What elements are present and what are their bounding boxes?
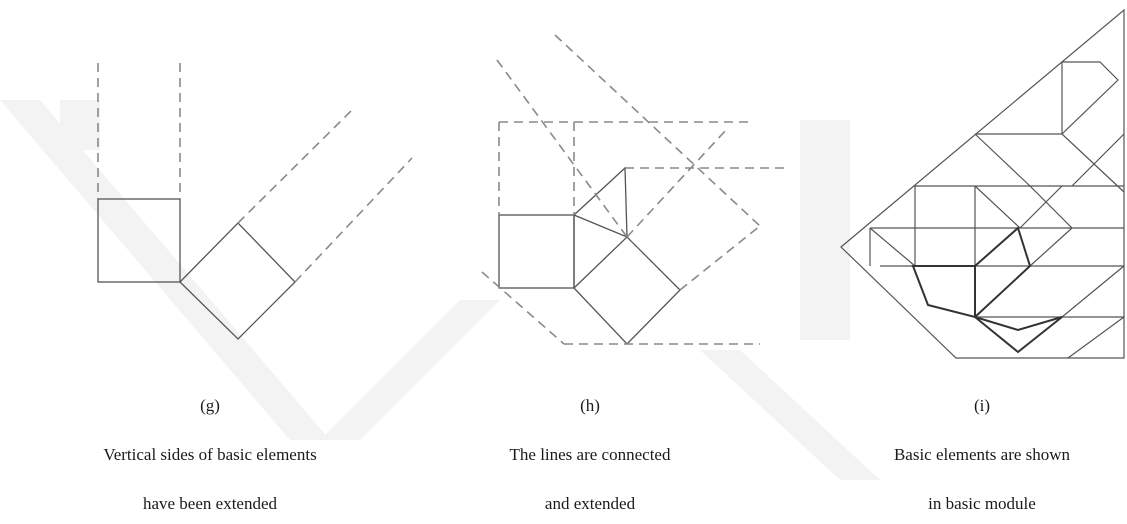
panel-g-label: (g) — [200, 396, 220, 415]
panel-i-caption-line1: Basic elements are shown — [893, 445, 1071, 464]
module-line — [1067, 316, 1125, 359]
module-line — [1061, 61, 1119, 135]
dashed-extension — [626, 129, 727, 238]
dashed-extension — [554, 34, 761, 227]
panel-i-caption-line2: in basic module — [928, 494, 1036, 513]
watermark-band — [0, 100, 330, 440]
panel-g-caption-line1: Vertical sides of basic elements — [103, 445, 317, 464]
dashed-extension — [481, 271, 565, 345]
basic-element-triangle — [974, 226, 1032, 318]
module-line — [1019, 185, 1063, 229]
panel-i-label: (i) — [973, 396, 991, 415]
panel-h-caption-line2: and extended — [544, 494, 636, 513]
panel-g-caption-line2: have been extended — [142, 494, 278, 513]
module-line — [1029, 185, 1073, 229]
watermark-band — [700, 350, 880, 480]
basic-element-diamond — [974, 316, 1063, 354]
module-outline — [840, 8, 1125, 359]
module-line — [974, 185, 1021, 229]
connected-shape — [572, 166, 628, 238]
dashed-extension — [237, 109, 353, 224]
module-line — [974, 133, 1031, 187]
module-line — [1061, 265, 1125, 318]
watermark-band — [800, 120, 850, 340]
dashed-extension — [496, 59, 628, 238]
module-line — [1071, 133, 1125, 187]
module-line — [975, 133, 1125, 193]
dashed-extension — [294, 157, 413, 283]
square-element — [97, 198, 181, 283]
dashed-extension — [679, 225, 761, 291]
watermark-band — [60, 100, 100, 150]
watermark-band — [320, 300, 500, 440]
panel-h-caption-line1: The lines are connected — [509, 445, 671, 464]
module-line — [869, 227, 916, 267]
module-line — [1029, 227, 1073, 267]
panel-h-label: (h) — [580, 396, 600, 415]
